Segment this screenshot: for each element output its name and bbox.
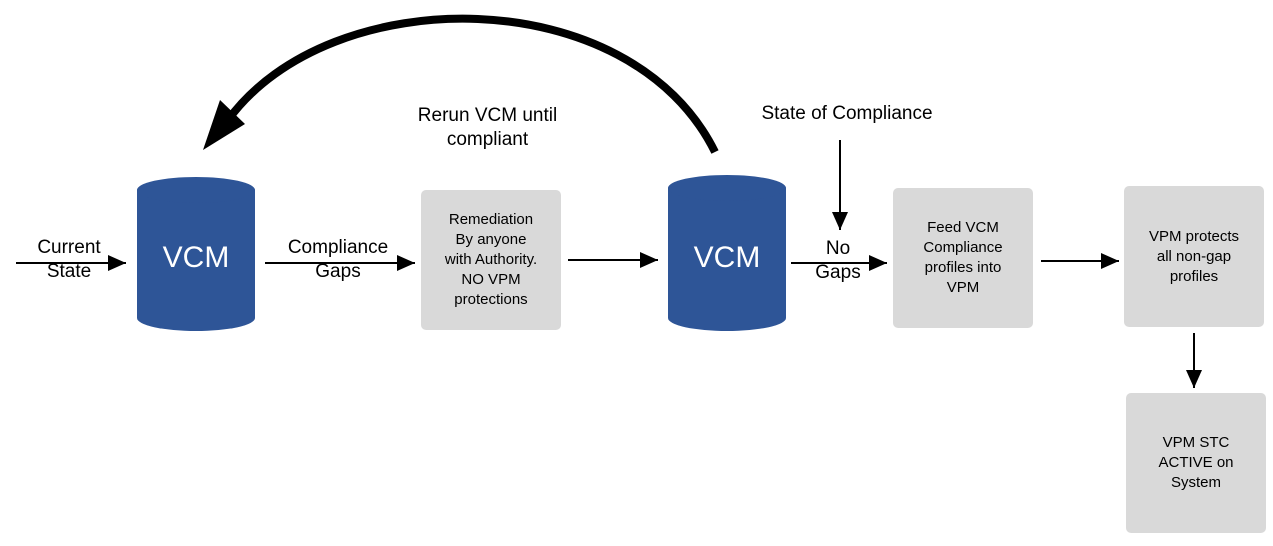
database-label-vcm-2: VCM [693, 241, 761, 274]
state-of-compliance-label: State of Compliance [761, 103, 933, 124]
compliance-gaps-label: Compliance Gaps [287, 237, 389, 282]
database-cylinder-2 [668, 175, 786, 331]
rerun-loop-arrow [203, 14, 719, 154]
remediation-box: Remediation By anyone with Authority. NO… [421, 190, 561, 330]
database-cylinder-1 [137, 177, 255, 331]
current-state-label: Current State [37, 237, 101, 282]
feed-vcm-box: Feed VCM Compliance profiles into VPM [893, 188, 1033, 328]
database-label-vcm-1: VCM [162, 241, 230, 274]
vpm-protects-box: VPM protects all non-gap profiles [1124, 186, 1264, 327]
no-gaps-label: No Gaps [815, 238, 861, 283]
vpm-stc-box: VPM STC ACTIVE on System [1126, 393, 1266, 533]
rerun-label: Rerun VCM until compliant [417, 105, 558, 150]
